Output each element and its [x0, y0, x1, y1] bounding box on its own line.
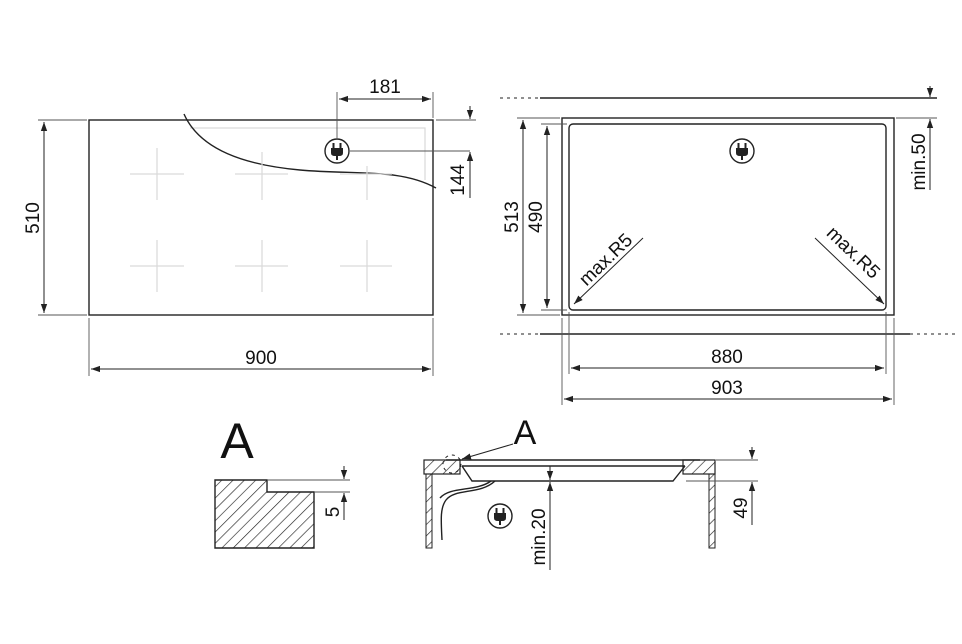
width-880-label: 880	[711, 347, 743, 368]
cabinet-side-right	[708, 473, 716, 549]
clearance-min50-label: min.50	[909, 133, 930, 190]
hob-outline	[88, 119, 434, 316]
depth-144-label: 144	[448, 164, 469, 196]
height-49-label: 49	[731, 497, 752, 518]
cutout-view: max.R5 max.R5 880 903 513 490 min.50	[500, 86, 955, 405]
clearance-min20-label: min.20	[529, 508, 550, 565]
depth-510-label: 510	[23, 202, 44, 234]
worktop-left	[423, 459, 461, 475]
offset-181-label: 181	[369, 77, 401, 98]
cooking-zone-markers	[130, 148, 392, 292]
detail-a: A 5	[214, 413, 350, 549]
detail-hatched-profile	[214, 479, 315, 549]
hob-top-view: 900 510 181 144	[23, 77, 476, 376]
cabinet-side-left	[425, 473, 433, 549]
radius-left-label: max.R5	[575, 230, 637, 291]
width-903-label: 903	[711, 378, 743, 399]
power-plug-icon-cutout	[729, 138, 755, 164]
cable-curve	[183, 113, 437, 189]
power-plug-icon	[324, 138, 350, 164]
depth-490-label: 490	[526, 201, 547, 233]
worktop-right	[682, 459, 716, 475]
hob-section-body	[446, 459, 700, 482]
width-900-label: 900	[245, 348, 277, 369]
cutout-outer	[561, 117, 895, 316]
section-cable	[440, 480, 496, 541]
section-view: A min.20 49	[423, 414, 758, 570]
depth-513-label: 513	[502, 201, 523, 233]
cutout-inner	[568, 123, 887, 311]
detail-letter: A	[220, 413, 254, 469]
step-5-label: 5	[323, 507, 344, 518]
section-callout-letter: A	[514, 414, 537, 452]
power-plug-icon-section	[487, 503, 513, 529]
